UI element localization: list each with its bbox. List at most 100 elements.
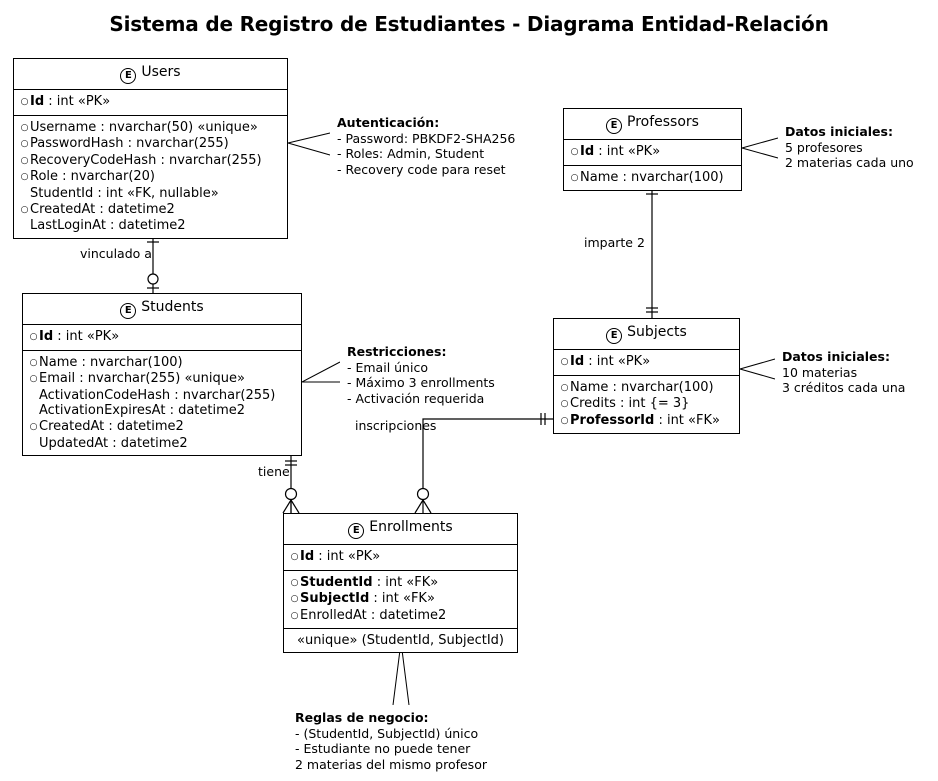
attribute-bullet-icon: ○: [560, 399, 569, 410]
attribute-bullet-icon: ○: [20, 122, 29, 133]
attribute-key-name: Id: [39, 329, 54, 344]
attribute-text: : int «PK»: [594, 144, 661, 159]
attribute-text: : int «PK»: [584, 354, 651, 369]
attribute-text: : int «FK»: [372, 574, 439, 590]
entity-enrollments-attributes-section: ○StudentId : int «FK»○SubjectId : int «F…: [284, 571, 517, 630]
attribute-text: Email : nvarchar(255) «unique»: [39, 371, 245, 387]
attribute-text: : int «FK»: [369, 591, 435, 607]
note-title: Datos iniciales:: [782, 349, 890, 364]
attribute-key-name: Id: [30, 94, 45, 109]
connector-students-note: [301, 361, 341, 383]
entity-subjects-name: Subjects: [627, 324, 687, 340]
entity-attribute-row: ○Id : int «PK»: [289, 549, 515, 566]
entity-attribute-row: ○Id : int «PK»: [28, 329, 299, 346]
connector-users-note: [287, 132, 331, 156]
note-line: - Estudiante no puede tener: [295, 741, 471, 756]
attribute-bullet-icon: ○: [290, 552, 299, 562]
attribute-bullet-icon: ○: [29, 332, 38, 342]
entity-subjects-pk-section: ○Id : int «PK»: [554, 350, 739, 376]
note-line: 2 materias cada uno: [785, 155, 914, 170]
entity-attribute-row: ○EnrolledAt : datetime2: [289, 608, 515, 625]
attribute-text: EnrolledAt : datetime2: [300, 607, 447, 623]
attribute-text: StudentId : int «FK, nullable»: [30, 185, 219, 201]
entity-attribute-row: ○RecoveryCodeHash : nvarchar(255): [19, 153, 285, 170]
note-line: - Activación requerida: [347, 390, 485, 406]
attribute-bullet-icon: ○: [290, 610, 299, 621]
attribute-text: Role : nvarchar(20): [30, 169, 155, 185]
attribute-bullet-icon: ○: [20, 155, 29, 166]
attribute-text: Name : nvarchar(100): [580, 169, 724, 185]
note-line: 3 créditos cada una: [782, 380, 906, 395]
entity-attribute-row: ○Id : int «PK»: [569, 144, 739, 161]
entity-attribute-row: ○PasswordHash : nvarchar(255): [19, 136, 285, 153]
attribute-bullet-icon: ○: [20, 97, 29, 107]
note-line: - Máximo 3 enrollments: [347, 375, 495, 390]
attribute-bullet-icon: ○: [29, 357, 38, 368]
attribute-text: Username : nvarchar(50) «unique»: [30, 119, 258, 135]
attribute-bullet-icon: ○: [570, 172, 579, 183]
attribute-bullet-icon: ○: [290, 577, 299, 588]
entity-attribute-row: ○Email : nvarchar(255) «unique»: [28, 371, 299, 388]
entity-professors-attributes-section: ○Name : nvarchar(100): [564, 166, 741, 191]
entity-stereotype-icon: E: [606, 328, 623, 344]
entity-attribute-row: LastLoginAt : datetime2: [19, 218, 285, 234]
attribute-text: : int «PK»: [44, 94, 111, 109]
entity-attribute-row: StudentId : int «FK, nullable»: [19, 186, 285, 202]
connector-subjects-enrollments: [422, 418, 553, 494]
note-reglas-de-negocio: Reglas de negocio:- (StudentId, SubjectI…: [288, 705, 516, 776]
entity-attribute-row: ○Id : int «PK»: [559, 354, 737, 371]
attribute-text: : int «PK»: [314, 549, 381, 564]
attribute-key-name: Id: [580, 144, 595, 159]
attribute-key-name: SubjectId: [300, 591, 370, 607]
entity-attribute-row: ActivationCodeHash : nvarchar(255): [28, 388, 299, 404]
relationship-label-inscripciones: inscripciones: [355, 418, 437, 433]
attribute-key-name: ProfessorId: [570, 412, 655, 428]
attribute-bullet-icon: ○: [560, 357, 569, 367]
attribute-key-name: StudentId: [300, 574, 373, 590]
attribute-text: UpdatedAt : datetime2: [39, 435, 188, 451]
note-line: - Email único: [347, 359, 428, 375]
entity-stereotype-icon: E: [606, 118, 623, 134]
entity-users-attributes-section: ○Username : nvarchar(50) «unique»○Passwo…: [14, 116, 287, 238]
attribute-text: : int «PK»: [53, 329, 120, 344]
entity-stereotype-icon: E: [120, 303, 137, 319]
entity-users-pk-section: ○Id : int «PK»: [14, 90, 287, 116]
attribute-key-name: Id: [300, 549, 315, 564]
entity-students-name: Students: [141, 299, 204, 315]
entity-subjects-attributes-section: ○Name : nvarchar(100)○Credits : int {= 3…: [554, 376, 739, 434]
entity-stereotype-icon: E: [120, 68, 137, 84]
attribute-bullet-icon: ○: [290, 594, 299, 605]
note-autenticacion: Autenticación:- Password: PBKDF2-SHA256-…: [330, 110, 529, 181]
attribute-text: Name : nvarchar(100): [570, 379, 714, 395]
entity-attribute-row: ○Name : nvarchar(100): [28, 355, 299, 372]
attribute-bullet-icon: ○: [20, 204, 29, 215]
entity-stereotype-icon: E: [348, 523, 365, 539]
attribute-text: Name : nvarchar(100): [39, 354, 183, 370]
note-title: Datos iniciales:: [785, 124, 893, 139]
attribute-bullet-icon: ○: [20, 172, 29, 183]
entity-attribute-row: ○Role : nvarchar(20): [19, 169, 285, 186]
entity-attribute-row: ○CreatedAt : datetime2: [19, 202, 285, 219]
attribute-text: LastLoginAt : datetime2: [30, 218, 186, 234]
attribute-text: ActivationCodeHash : nvarchar(255): [39, 387, 276, 403]
note-line: 5 profesores: [785, 139, 863, 155]
note-title: Autenticación:: [337, 115, 440, 130]
note-title: Reglas de negocio:: [295, 710, 429, 725]
entity-attribute-row: UpdatedAt : datetime2: [28, 436, 299, 452]
relationship-label-vinculado-a: vinculado a: [80, 246, 152, 261]
entity-professors-pk-section: ○Id : int «PK»: [564, 140, 741, 166]
attribute-text: ActivationExpiresAt : datetime2: [39, 403, 246, 419]
entity-students-pk-section: ○Id : int «PK»: [23, 325, 301, 351]
note-line: - (StudentId, SubjectId) único: [295, 725, 479, 741]
note-line: 2 materias del mismo profesor: [295, 756, 487, 772]
